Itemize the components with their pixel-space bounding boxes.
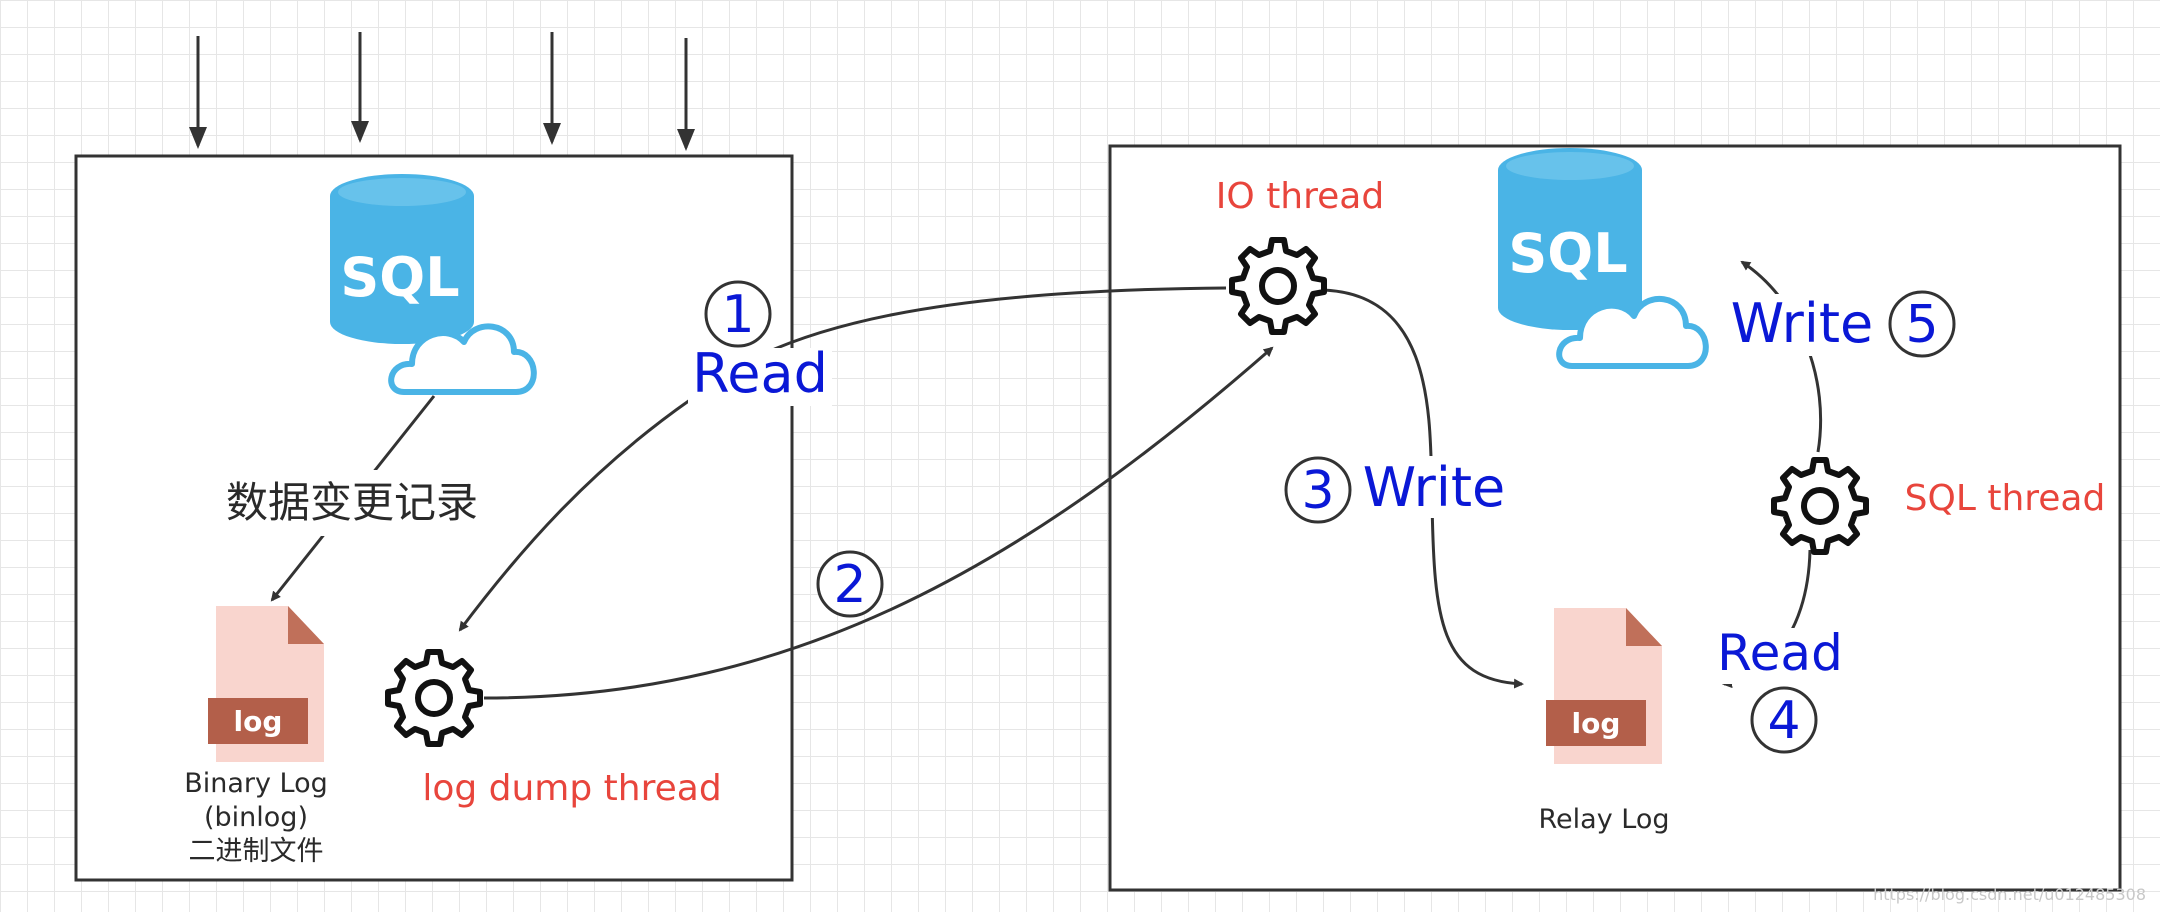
step-1-number: 1	[721, 285, 754, 345]
relay-log-label: Relay Log	[1539, 804, 1670, 835]
master-sql-text: SQL	[340, 246, 459, 309]
incoming-write-arrows	[189, 32, 695, 151]
watermark: https://blog.csdn.net/u012485308	[1873, 885, 2146, 904]
log-dump-thread-gear-icon	[388, 652, 480, 744]
binlog-label-line3: 二进制文件	[189, 836, 324, 867]
slave-sql-text: SQL	[1508, 222, 1627, 285]
relay-log-icon-text: log	[1572, 707, 1621, 740]
step-5-number: 5	[1905, 295, 1938, 355]
binlog-icon-text: log	[234, 705, 283, 738]
dump-to-io-thread-send-arrow	[483, 346, 1274, 700]
log-dump-thread-label: log dump thread	[422, 768, 721, 809]
change-record-label: 数据变更记录	[226, 478, 478, 527]
sql-thread-label: SQL thread	[1905, 478, 2106, 519]
step-4-label: Read	[1717, 624, 1843, 682]
step-4: Read 4	[1716, 624, 1846, 754]
step-3-number: 3	[1301, 461, 1334, 521]
step-5: Write 5	[1726, 290, 1956, 358]
step-3: 3 Write	[1284, 456, 1510, 524]
master-sql-database-icon: SQL	[330, 174, 537, 395]
binlog-label-line1: Binary Log	[184, 768, 328, 799]
sql-thread-gear-icon	[1774, 460, 1866, 552]
io-thread-label: IO thread	[1216, 176, 1384, 217]
slave-sql-database-icon: SQL	[1498, 148, 1709, 369]
step-4-number: 4	[1767, 691, 1800, 751]
step-2: 2	[816, 550, 884, 618]
binlog-label-line2: (binlog)	[204, 802, 308, 833]
step-1-label: Read	[692, 342, 828, 405]
step-5-label: Write	[1731, 292, 1874, 355]
relay-log-file-icon: log	[1546, 608, 1662, 764]
io-thread-gear-icon	[1232, 240, 1324, 332]
step-1: 1 Read	[688, 280, 832, 406]
binlog-file-icon: log	[208, 606, 324, 762]
step-3-label: Write	[1363, 456, 1506, 519]
step-2-number: 2	[833, 555, 866, 615]
